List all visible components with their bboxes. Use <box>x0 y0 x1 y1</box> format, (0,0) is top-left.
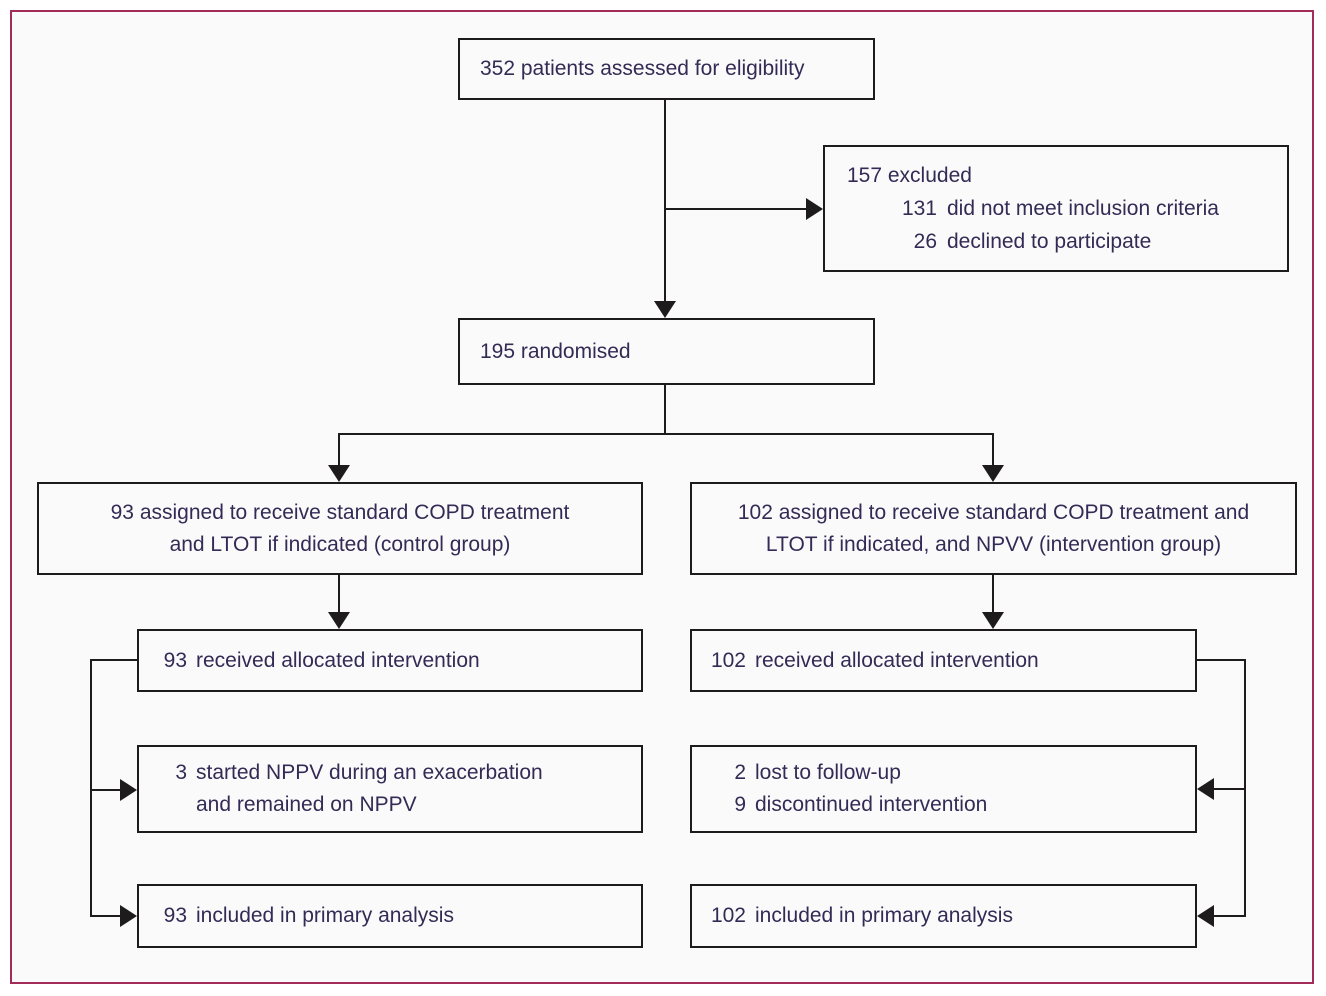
control-received-label: received allocated intervention <box>196 648 480 672</box>
control-analysis-count: 93 <box>163 904 187 927</box>
intervention-analysis-row: 102 included in primary analysis <box>704 900 1195 932</box>
arrowhead-into-intervention-analysis <box>1197 905 1214 927</box>
intervention-received-row: 102 received allocated intervention <box>704 645 1195 677</box>
connector-control-rail-to-analysis <box>90 915 122 917</box>
box-intervention-analysis: 102 included in primary analysis <box>690 884 1197 948</box>
excluded-reason-count: 131 <box>901 197 937 220</box>
control-deviation-line2: and remained on NPPV <box>196 793 417 816</box>
arrowhead-into-intervention-assigned <box>982 465 1004 482</box>
arrowhead-into-excluded <box>806 198 823 220</box>
connector-control-assigned-to-received <box>338 575 340 613</box>
connector-split-to-intervention <box>992 433 994 466</box>
intervention-assigned-line1: 102 assigned to receive standard COPD tr… <box>737 500 1250 524</box>
box-control-deviation: 3 started NPPV during an exacerbation and… <box>137 745 643 833</box>
connector-intervention-assigned-to-received <box>992 575 994 613</box>
arrowhead-into-control-received <box>328 612 350 629</box>
control-deviation-count: 3 <box>175 761 187 784</box>
intervention-loss-row: 2 lost to follow-up <box>704 757 1195 789</box>
excluded-reason: 26 declined to participate <box>847 225 1287 258</box>
arrowhead-into-control-assigned <box>328 465 350 482</box>
intervention-received-label: received allocated intervention <box>755 648 1039 672</box>
arrowhead-into-intervention-received <box>982 612 1004 629</box>
box-excluded: 157 excluded 131 did not meet inclusion c… <box>823 145 1289 272</box>
control-deviation-label: started NPPV during an exacerbation <box>196 761 543 784</box>
intervention-assigned-line2: LTOT if indicated, and NPVV (interventio… <box>765 532 1222 556</box>
box-assessed-for-eligibility: 352 patients assessed for eligibility <box>458 38 875 100</box>
excluded-reason: 131 did not meet inclusion criteria <box>847 192 1287 225</box>
connector-assessed-to-randomised <box>664 100 666 304</box>
box-intervention-assigned: 102 assigned to receive standard COPD tr… <box>690 482 1297 575</box>
control-analysis-row: 93 included in primary analysis <box>147 900 641 932</box>
control-analysis-label: included in primary analysis <box>196 904 454 927</box>
control-assigned-line1: 93 assigned to receive standard COPD tre… <box>110 500 570 524</box>
figure-border-frame <box>10 10 1314 984</box>
box-intervention-received: 102 received allocated intervention <box>690 629 1197 692</box>
arrowhead-into-randomised <box>654 301 676 318</box>
assessed-text: 352 patients assessed for eligibility <box>480 57 805 80</box>
excluded-reason-count: 26 <box>913 230 937 253</box>
arrowhead-into-control-analysis <box>120 905 137 927</box>
connector-control-rail-to-deviation <box>90 789 122 791</box>
excluded-title: 157 excluded <box>847 164 972 187</box>
excluded-reason-label: did not meet inclusion criteria <box>947 197 1219 220</box>
connector-intervention-rail-exit <box>1197 659 1246 661</box>
box-randomised: 195 randomised <box>458 318 875 385</box>
box-control-assigned: 93 assigned to receive standard COPD tre… <box>37 482 643 575</box>
connector-control-rail-exit <box>90 659 137 661</box>
arrowhead-into-control-deviation <box>120 779 137 801</box>
control-received-count: 93 <box>163 648 187 672</box>
connector-randomisation-split <box>338 433 994 435</box>
control-received-row: 93 received allocated intervention <box>147 645 641 677</box>
intervention-loss-label: discontinued intervention <box>755 793 988 816</box>
connector-intervention-rail-to-losses <box>1214 788 1246 790</box>
intervention-loss-row: 9 discontinued intervention <box>704 789 1195 821</box>
connector-randomised-stem <box>664 385 666 433</box>
intervention-loss-count: 2 <box>734 761 746 784</box>
arrowhead-into-intervention-losses <box>1197 778 1214 800</box>
connector-control-rail <box>90 659 92 917</box>
intervention-received-count: 102 <box>710 648 746 672</box>
control-assigned-line2: and LTOT if indicated (control group) <box>169 532 511 556</box>
randomised-text: 195 randomised <box>480 339 631 363</box>
intervention-analysis-count: 102 <box>710 904 746 927</box>
box-control-analysis: 93 included in primary analysis <box>137 884 643 948</box>
connector-to-excluded <box>664 208 809 210</box>
intervention-analysis-label: included in primary analysis <box>755 904 1013 927</box>
control-deviation-line1: 3 started NPPV during an exacerbation <box>147 757 641 789</box>
connector-intervention-rail-to-analysis <box>1214 915 1246 917</box>
box-control-received: 93 received allocated intervention <box>137 629 643 692</box>
connector-split-to-control <box>338 433 340 466</box>
box-intervention-losses: 2 lost to follow-up 9 discontinued interve… <box>690 745 1197 833</box>
intervention-loss-count: 9 <box>734 793 746 816</box>
excluded-reason-label: declined to participate <box>947 230 1152 253</box>
intervention-loss-label: lost to follow-up <box>755 761 901 784</box>
